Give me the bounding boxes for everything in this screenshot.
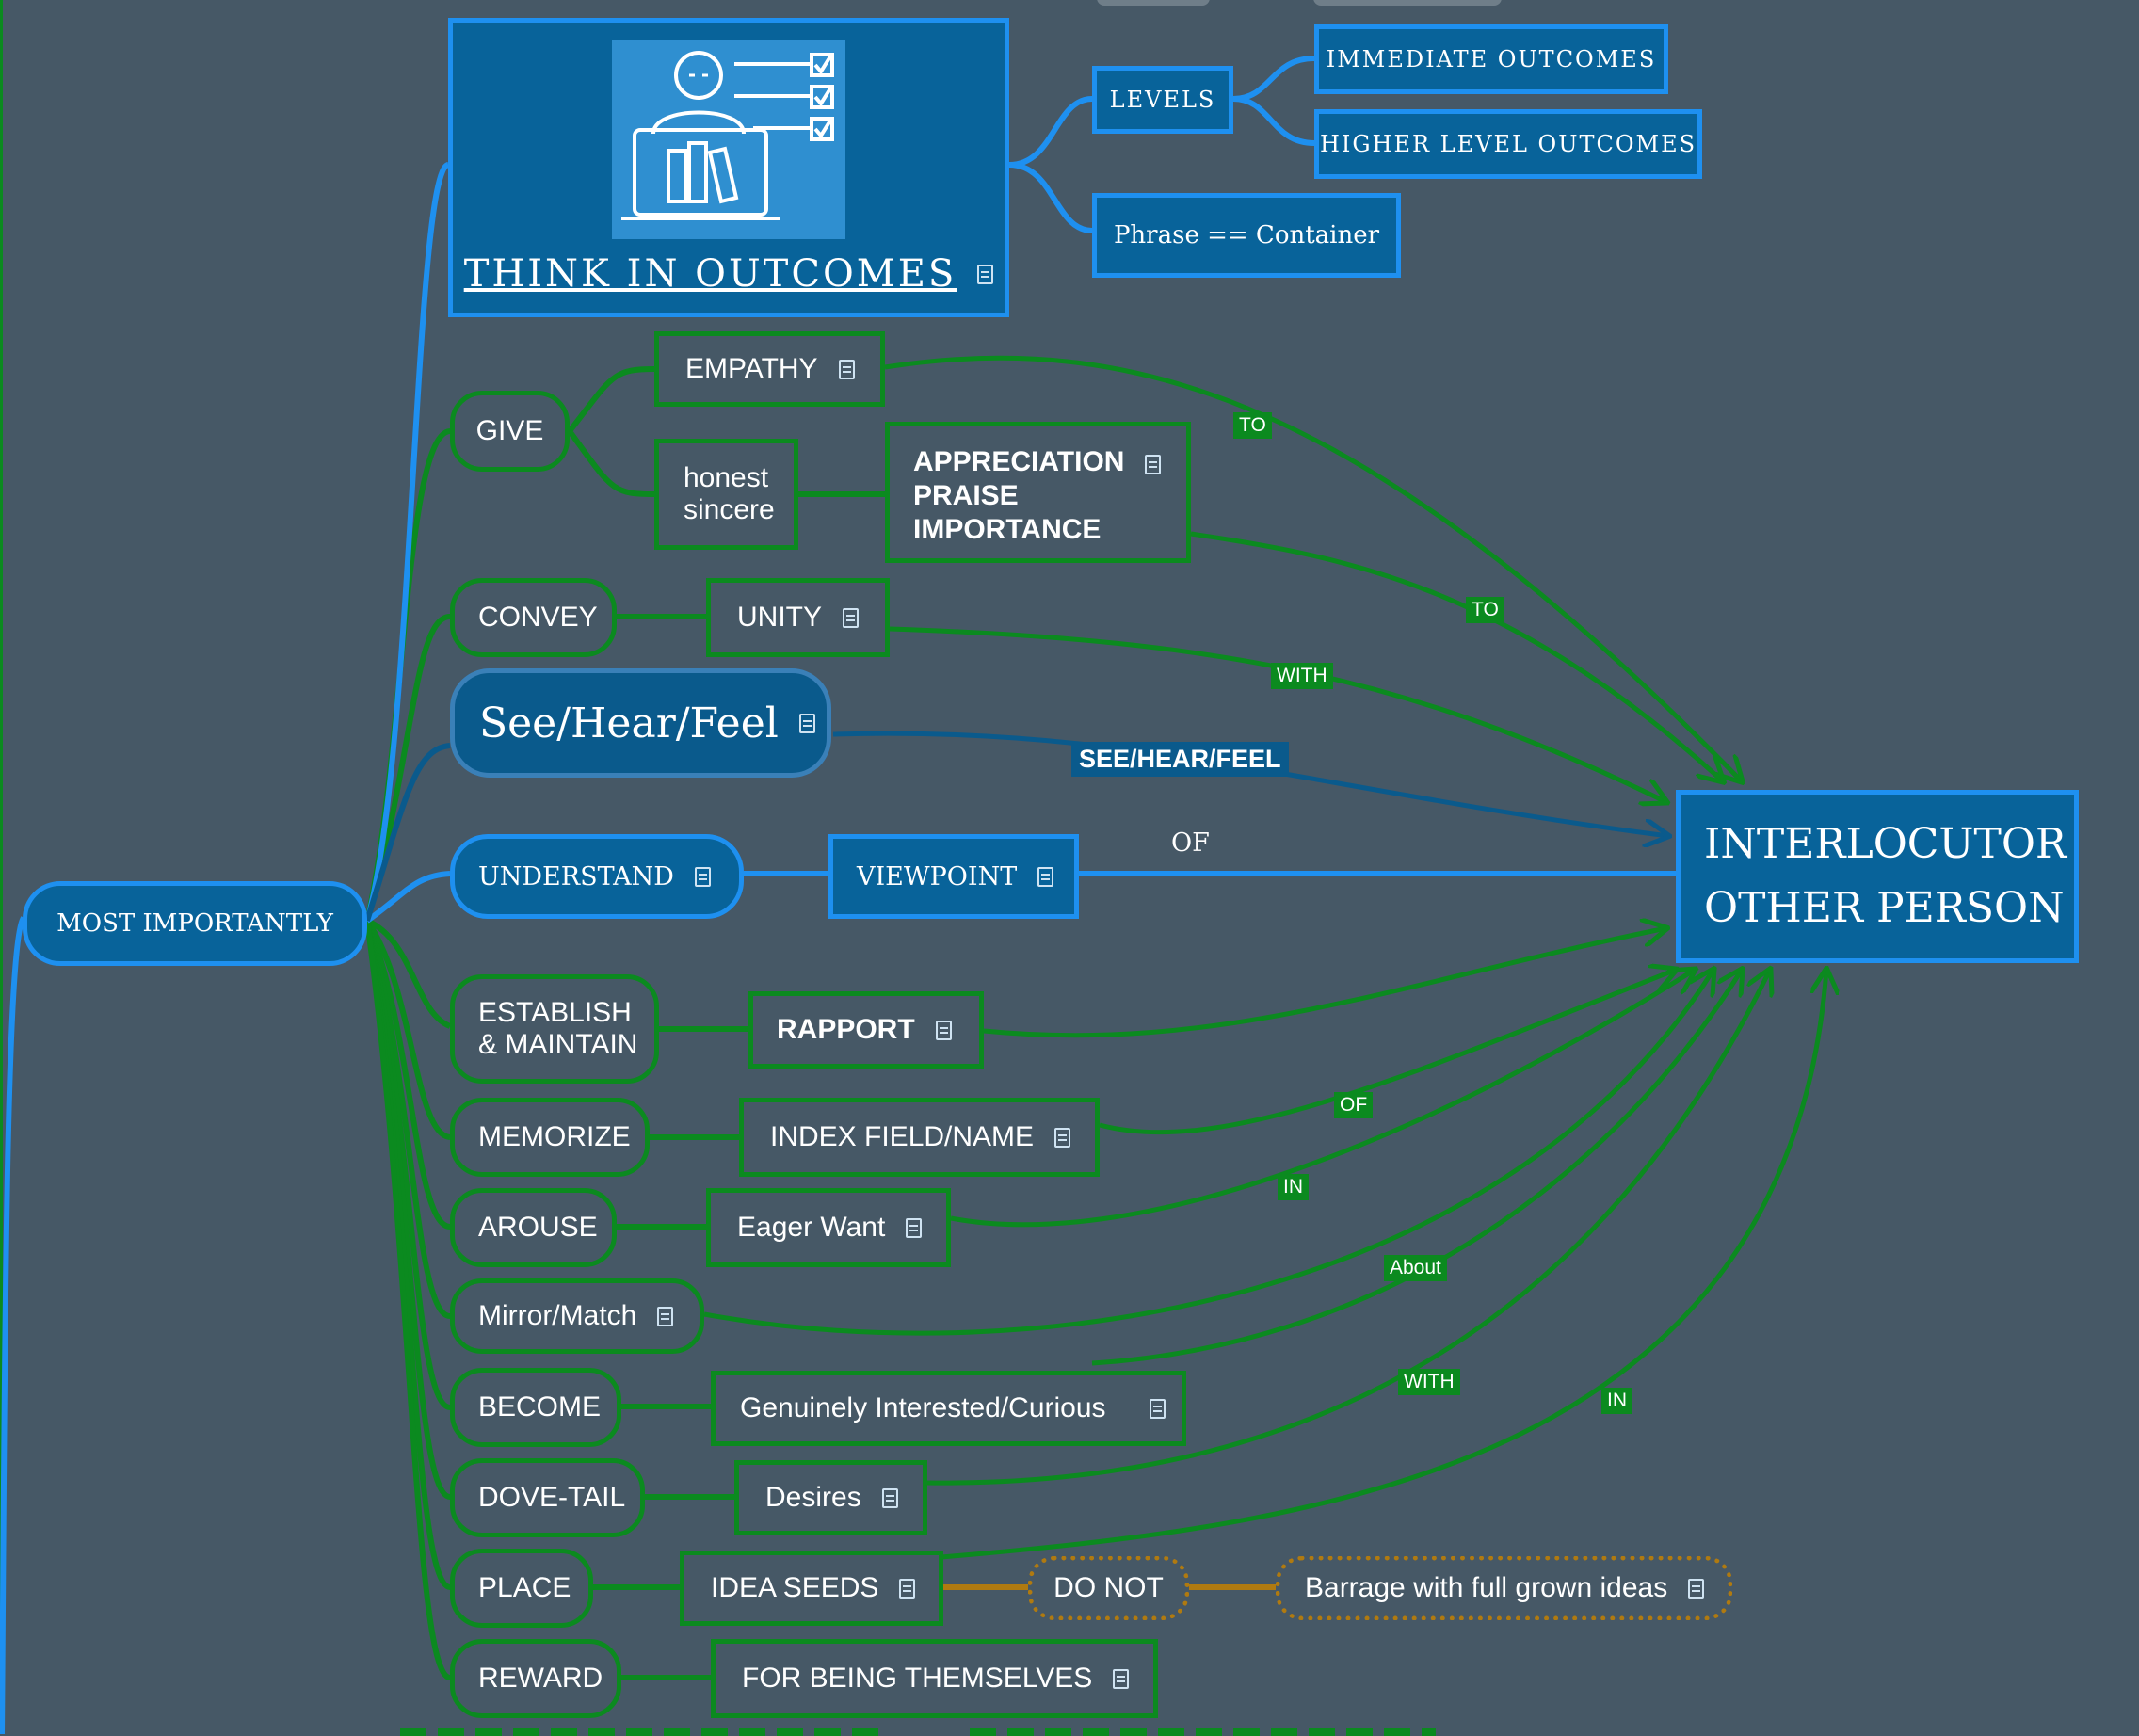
- think-in-outcomes-title: THINK IN OUTCOMES: [464, 252, 994, 296]
- note-icon: [838, 359, 855, 379]
- give-node[interactable]: GIVE: [450, 391, 570, 472]
- honest-sincere-node[interactable]: honest sincere: [654, 439, 798, 550]
- note-icon: [657, 1306, 674, 1326]
- viewpoint-node[interactable]: VIEWPOINT: [828, 834, 1079, 919]
- higher-level-outcomes-node[interactable]: HIGHER LEVEL OUTCOMES: [1314, 109, 1702, 179]
- place-node[interactable]: PLACE: [450, 1549, 593, 1628]
- do-not-node[interactable]: DO NOT: [1028, 1556, 1189, 1620]
- dove-tail-node[interactable]: DOVE-TAIL: [450, 1458, 645, 1537]
- levels-node[interactable]: LEVELS: [1092, 66, 1233, 134]
- phrase-container-node[interactable]: Phrase == Container: [1092, 193, 1401, 278]
- relation-label: About: [1384, 1255, 1447, 1281]
- relation-label: OF: [1171, 828, 1210, 858]
- convey-node[interactable]: CONVEY: [450, 578, 617, 657]
- desires-node[interactable]: Desires: [734, 1460, 927, 1535]
- relation-label: IN: [1601, 1388, 1632, 1414]
- relation-label: SEE/HEAR/FEEL: [1071, 742, 1289, 777]
- empathy-node[interactable]: EMPATHY: [654, 331, 885, 407]
- note-icon: [881, 1487, 898, 1508]
- root-label: MOST IMPORTANTLY: [56, 909, 333, 938]
- note-icon: [1688, 1578, 1705, 1599]
- note-icon: [977, 264, 994, 284]
- become-node[interactable]: BECOME: [450, 1368, 621, 1447]
- establish-maintain-node[interactable]: ESTABLISH& MAINTAIN: [450, 974, 659, 1084]
- cutoff-top-text: [1097, 0, 1210, 6]
- target-line-2: OTHER PERSON: [1704, 884, 2065, 932]
- note-icon: [1113, 1668, 1130, 1689]
- relation-label: IN: [1278, 1174, 1309, 1200]
- note-icon: [1054, 1127, 1071, 1148]
- relation-label: TO: [1233, 412, 1272, 439]
- index-field-name-node[interactable]: INDEX FIELD/NAME: [739, 1098, 1100, 1177]
- cutoff-bottom-branch: [400, 1728, 890, 1736]
- relation-label: WITH: [1271, 663, 1333, 689]
- outcomes-checklist-icon: [612, 40, 845, 239]
- think-in-outcomes-node[interactable]: THINK IN OUTCOMES: [448, 18, 1009, 317]
- for-being-themselves-node[interactable]: FOR BEING THEMSELVES: [711, 1639, 1158, 1718]
- note-icon: [1145, 455, 1162, 474]
- reward-node[interactable]: REWARD: [450, 1639, 621, 1718]
- genuinely-interested-node[interactable]: Genuinely Interested/Curious: [711, 1371, 1186, 1446]
- note-icon: [1149, 1398, 1166, 1419]
- relation-label: TO: [1466, 597, 1504, 623]
- note-icon: [899, 1578, 916, 1599]
- barrage-node[interactable]: Barrage with full grown ideas: [1276, 1556, 1732, 1620]
- idea-seeds-node[interactable]: IDEA SEEDS: [680, 1551, 943, 1626]
- note-icon: [694, 866, 711, 887]
- mirror-match-node[interactable]: Mirror/Match: [450, 1278, 704, 1354]
- cutoff-top-text: [1313, 0, 1502, 6]
- understand-node[interactable]: UNDERSTAND: [450, 834, 744, 919]
- honest-label: honest: [684, 462, 769, 493]
- interlocutor-target-node[interactable]: INTERLOCUTOR OTHER PERSON: [1676, 790, 2079, 963]
- sincere-label: sincere: [684, 494, 775, 525]
- unity-node[interactable]: UNITY: [706, 578, 890, 657]
- memorize-node[interactable]: MEMORIZE: [450, 1098, 650, 1177]
- rapport-node[interactable]: RAPPORT: [748, 991, 984, 1069]
- root-node[interactable]: MOST IMPORTANTLY: [23, 881, 367, 966]
- note-icon: [935, 1020, 952, 1040]
- note-icon: [1037, 866, 1054, 887]
- note-icon: [906, 1217, 923, 1238]
- cutoff-bottom-branch: [970, 1728, 1436, 1736]
- relation-label: OF: [1334, 1092, 1374, 1118]
- arouse-node[interactable]: AROUSE: [450, 1188, 617, 1267]
- immediate-outcomes-node[interactable]: IMMEDIATE OUTCOMES: [1314, 24, 1668, 94]
- note-icon: [798, 713, 815, 733]
- see-hear-feel-node[interactable]: See/Hear/Feel: [450, 668, 831, 778]
- relation-label: WITH: [1398, 1369, 1460, 1395]
- note-icon: [843, 607, 859, 628]
- target-line-1: INTERLOCUTOR: [1704, 820, 2067, 868]
- eager-want-node[interactable]: Eager Want: [706, 1188, 951, 1267]
